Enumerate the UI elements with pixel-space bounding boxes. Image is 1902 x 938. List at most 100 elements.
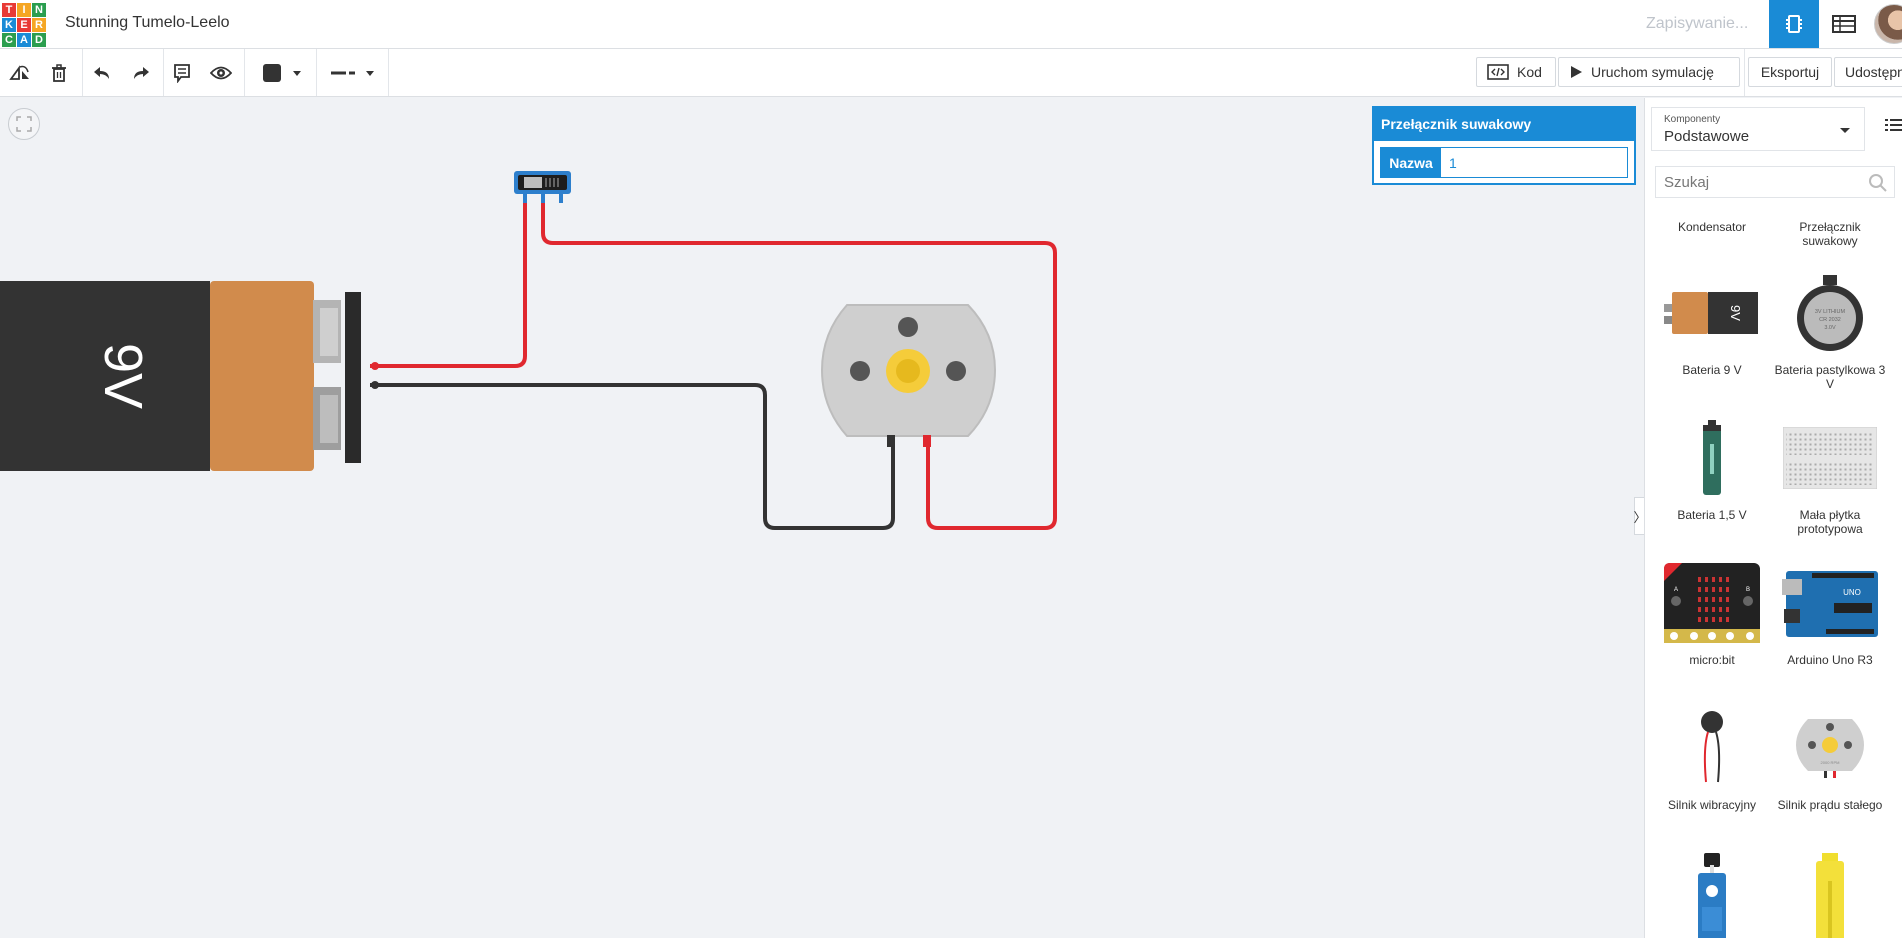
vibration-motor-icon [1701,711,1723,783]
battery-9v[interactable]: 9V [0,281,379,471]
search-icon [1869,174,1887,192]
share-button[interactable]: Udostępnij [1834,57,1902,87]
component-item[interactable]: 9V Bateria 9 V [1653,263,1771,377]
table-list-icon [1832,15,1856,33]
logo-letter: N [32,3,46,17]
microbit-button-label: B [1746,587,1750,593]
coin-cell-text: 3.0V [1824,325,1836,331]
component-item[interactable]: UNO Arduino Uno R3 [1771,553,1889,667]
components-category-select[interactable]: Komponenty Podstawowe [1651,107,1865,151]
component-item[interactable]: Przełącznik suwakowy [1771,220,1889,248]
chevron-down-icon [1840,128,1850,133]
component-search [1655,166,1895,198]
wire-color-swatch [263,64,281,82]
save-status: Zapisywanie... [1646,15,1749,32]
list-icon [1885,119,1902,131]
arduino-icon: UNO [1782,571,1878,637]
collapse-panel-button[interactable]: 〉 [1633,497,1647,535]
components-panel: Komponenty Podstawowe Kondensator Przełą… [1644,98,1902,938]
components-select-value: Podstawowe [1664,128,1750,145]
microbit-icon: A B [1664,563,1760,643]
logo-letter: E [17,18,31,32]
inspector-name-field[interactable]: 1 [1449,155,1457,171]
code-button[interactable]: Kod [1476,57,1556,87]
circuit-view-icon [1786,15,1802,33]
battery-9v-icon: 9V [1664,292,1758,334]
component-item[interactable]: 2000 RPM Silnik prądu stałego [1771,698,1889,812]
component-item[interactable]: Mała płytka prototypowa [1771,408,1889,536]
component-item[interactable] [1653,851,1771,938]
wire-style-icon [331,71,355,75]
chevron-right-icon: 〉 [1633,509,1647,525]
fit-view-icon [16,116,32,132]
play-icon [1571,66,1582,78]
rotate-button[interactable] [6,59,34,87]
component-search-input[interactable] [1656,167,1856,197]
zoom-to-fit-button[interactable] [8,108,40,140]
redo-icon [134,67,149,79]
project-title[interactable]: Stunning Tumelo-Leelo [65,14,230,31]
wire-style-picker[interactable] [322,59,382,87]
component-name: Arduino Uno R3 [1787,653,1873,667]
top-bar: T I N K E R C A D Stunning Tumelo-Leelo … [0,0,1902,49]
component-item[interactable]: Silnik wibracyjny [1653,698,1771,812]
component-item[interactable]: A B micro:bit [1653,553,1771,667]
component-name: micro:bit [1689,653,1735,667]
coin-cell-text: 3V LITHIUM [1815,309,1846,315]
microbit-button-label: A [1674,587,1678,593]
wire-color-picker[interactable] [252,59,312,87]
logo-letter: I [17,3,31,17]
circuit-view-button[interactable] [1769,0,1819,48]
delete-button[interactable] [45,59,73,87]
wire-black-battery-motor[interactable] [370,383,895,530]
coin-cell-text: CR 2032 [1819,317,1841,323]
component-list-button[interactable] [1819,0,1869,48]
visibility-button[interactable] [207,59,235,87]
breadboard-icon [1783,427,1877,489]
circuit-canvas[interactable]: 9V [0,98,1644,938]
components-select-label: Komponenty [1664,114,1721,125]
motor-thumb-label: 2000 RPM [1821,760,1840,765]
arduino-brand-label: UNO [1843,588,1861,597]
dc-motor[interactable] [820,304,997,447]
component-item[interactable]: 3V LITHIUM CR 2032 3.0V Bateria pastylko… [1771,263,1889,391]
inspector-name-label: Nazwa [1381,148,1441,177]
undo-button[interactable] [88,59,116,87]
tinkercad-logo[interactable]: T I N K E R C A D [2,3,46,47]
export-button-label: Eksportuj [1760,64,1820,80]
export-button[interactable]: Eksportuj [1748,57,1832,87]
logo-letter: R [32,18,46,32]
redo-button[interactable] [127,59,155,87]
component-name: Silnik wibracyjny [1667,798,1757,812]
dc-motor-thumb-icon: 2000 RPM [1796,719,1864,778]
slide-switch[interactable] [514,171,571,203]
inspector-name-row: Nazwa 1 [1380,147,1628,178]
wire-red-switch-motor[interactable] [541,191,1057,530]
component-name: Silnik prądu stałego [1777,798,1883,812]
component-name: Bateria pastylkowa 3 V [1774,363,1886,391]
toolbar: Kod Uruchom symulację Eksportuj Udostępn… [0,49,1902,97]
start-simulation-button[interactable]: Uruchom symulację [1558,57,1740,87]
logo-letter: C [2,33,16,47]
undo-icon [94,67,109,79]
component-name: Kondensator [1677,220,1747,234]
rotate-icon [9,65,29,80]
component-name: Bateria 9 V [1682,363,1742,377]
note-button[interactable] [168,59,196,87]
component-name: Mała płytka prototypowa [1797,508,1863,536]
user-avatar[interactable] [1874,4,1902,44]
battery-aa-icon [1703,420,1721,495]
component-item[interactable] [1771,851,1889,938]
logo-letter: T [2,3,16,17]
chevron-down-icon [293,70,301,76]
list-view-button[interactable] [1885,118,1902,137]
coin-cell-icon: 3V LITHIUM CR 2032 3.0V [1797,275,1863,351]
visibility-icon [210,66,232,80]
share-button-label: Udostępnij [1845,64,1902,80]
chevron-down-icon [366,70,374,76]
component-item[interactable]: Bateria 1,5 V [1653,408,1771,522]
wire-red-battery-switch[interactable] [370,191,527,368]
logo-letter: A [17,33,31,47]
logo-letter: D [32,33,46,47]
component-item[interactable]: Kondensator [1653,220,1771,234]
